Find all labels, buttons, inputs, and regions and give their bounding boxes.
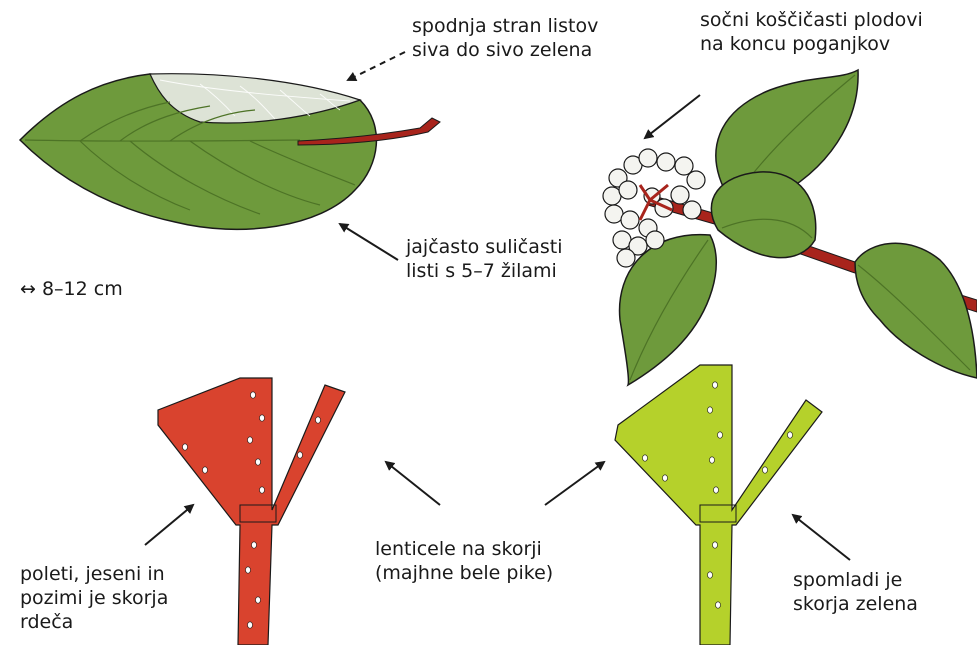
label-underside: spodnja stran listov siva do sivo zelena [412,14,598,62]
label-leaf-shape-line2: listi s 5–7 žilami [406,259,563,283]
label-underside-line1: spodnja stran listov [412,14,598,38]
arrow-leaf-shape [340,224,398,260]
arrow-fruits [645,95,700,138]
arrow-lenticel-green [545,462,604,505]
label-summer-bark: poleti, jeseni in pozimi je skorja rdeča [20,562,168,634]
label-summer-bark-line1: poleti, jeseni in [20,562,168,586]
label-spring-bark: spomladi je skorja zelena [793,568,918,616]
label-leaf-shape: jajčasto suličasti listi s 5–7 žilami [406,235,563,283]
label-summer-bark-line3: rdeča [20,610,168,634]
arrow-lenticel-red [386,462,440,505]
label-lenticels-line2: (majhne bele pike) [375,561,553,585]
label-underside-line2: siva do sivo zelena [412,38,598,62]
arrow-summer-bark [145,505,193,545]
label-spring-bark-line2: skorja zelena [793,592,918,616]
label-fruits-line1: sočni koščičasti plodovi [700,8,923,32]
label-fruits-line2: na koncu poganjkov [700,32,923,56]
label-fruits: sočni koščičasti plodovi na koncu poganj… [700,8,923,56]
label-leaf-shape-line1: jajčasto suličasti [406,235,563,259]
fruiting-branch [603,70,977,385]
label-lenticels: lenticele na skorji (majhne bele pike) [375,537,553,585]
leaf-illustration [20,74,440,230]
label-summer-bark-line2: pozimi je skorja [20,586,168,610]
label-spring-bark-line1: spomladi je [793,568,918,592]
branch-leaf-middle [711,172,815,258]
green-twig [615,365,822,645]
label-lenticels-line1: lenticele na skorji [375,537,553,561]
label-size: ↔ 8–12 cm [20,277,123,301]
branch-leaf-end [855,243,977,378]
label-size-text: ↔ 8–12 cm [20,277,123,301]
arrow-underside [348,52,405,80]
arrow-spring-bark [793,515,850,560]
